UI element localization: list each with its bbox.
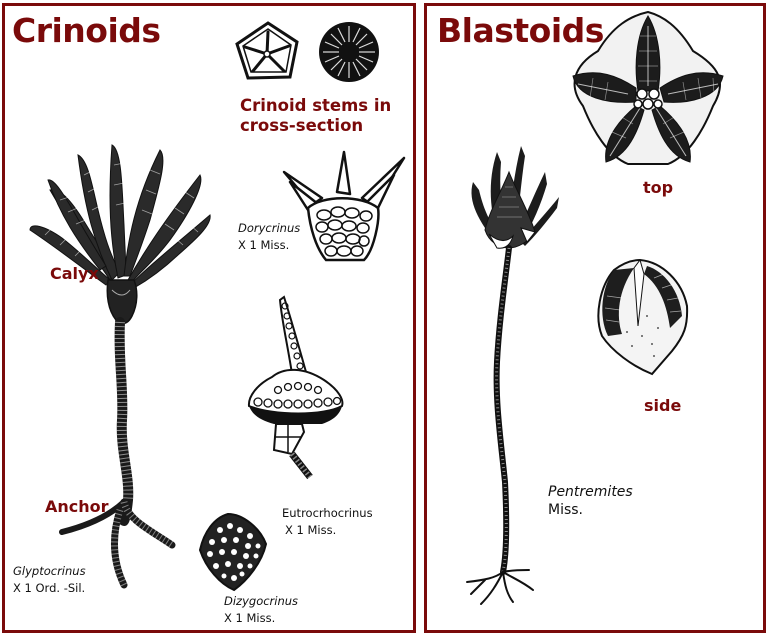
circular-stem-icon	[319, 22, 379, 82]
eutrocrhocrinus-detail: X 1 Miss.	[285, 522, 337, 537]
anchor-label: Anchor	[45, 497, 109, 516]
pentremites-caption: Pentremites Miss.	[548, 483, 633, 519]
dizygocrinus-name: Dizygocrinus	[224, 594, 299, 608]
calyx-label: Calyx	[50, 264, 99, 283]
eutrocrhocrinus-name: Eutrocrhocrinus	[282, 506, 373, 520]
crinoid-stem-cross-section-illustrations	[235, 21, 379, 82]
stems-label: Crinoid stems in cross-section	[240, 96, 391, 136]
dizygocrinus-caption: Dizygocrinus X 1 Miss.	[224, 593, 298, 626]
blastoids-title: Blastoids	[437, 11, 604, 50]
glyptocrinus-caption: Glyptocrinus X 1 Ord. -Sil.	[13, 563, 86, 596]
side-label: side	[644, 396, 682, 415]
pentagonal-stem-icon	[235, 21, 299, 80]
crinoids-title: Crinoids	[12, 11, 161, 50]
blastoid-top-view-illustration	[572, 10, 724, 165]
pentremites-detail: Miss.	[548, 502, 584, 519]
dorycrinus-illustration	[282, 150, 406, 262]
blastoid-side-view-illustration	[597, 258, 689, 376]
dorycrinus-detail: X 1 Miss.	[238, 237, 290, 252]
dizygocrinus-detail: X 1 Miss.	[224, 610, 276, 625]
dizygocrinus-illustration	[198, 512, 268, 592]
pentremites-name: Pentremites	[548, 484, 633, 500]
pentremites-illustration	[466, 146, 559, 605]
glyptocrinus-detail: X 1 Ord. -Sil.	[13, 580, 86, 595]
top-label: top	[643, 178, 674, 197]
stems-label-line2: cross-section	[240, 115, 364, 135]
dorycrinus-name: Dorycrinus	[238, 221, 301, 235]
glyptocrinus-name: Glyptocrinus	[13, 564, 86, 578]
dorycrinus-caption: Dorycrinus X 1 Miss.	[238, 220, 300, 253]
eutrocrhocrinus-caption: Eutrocrhocrinus X 1 Miss.	[282, 505, 373, 538]
glyptocrinus-illustration	[29, 144, 211, 589]
stems-label-line1: Crinoid stems in	[240, 96, 392, 115]
eutrocrhocrinus-illustration	[247, 295, 344, 480]
